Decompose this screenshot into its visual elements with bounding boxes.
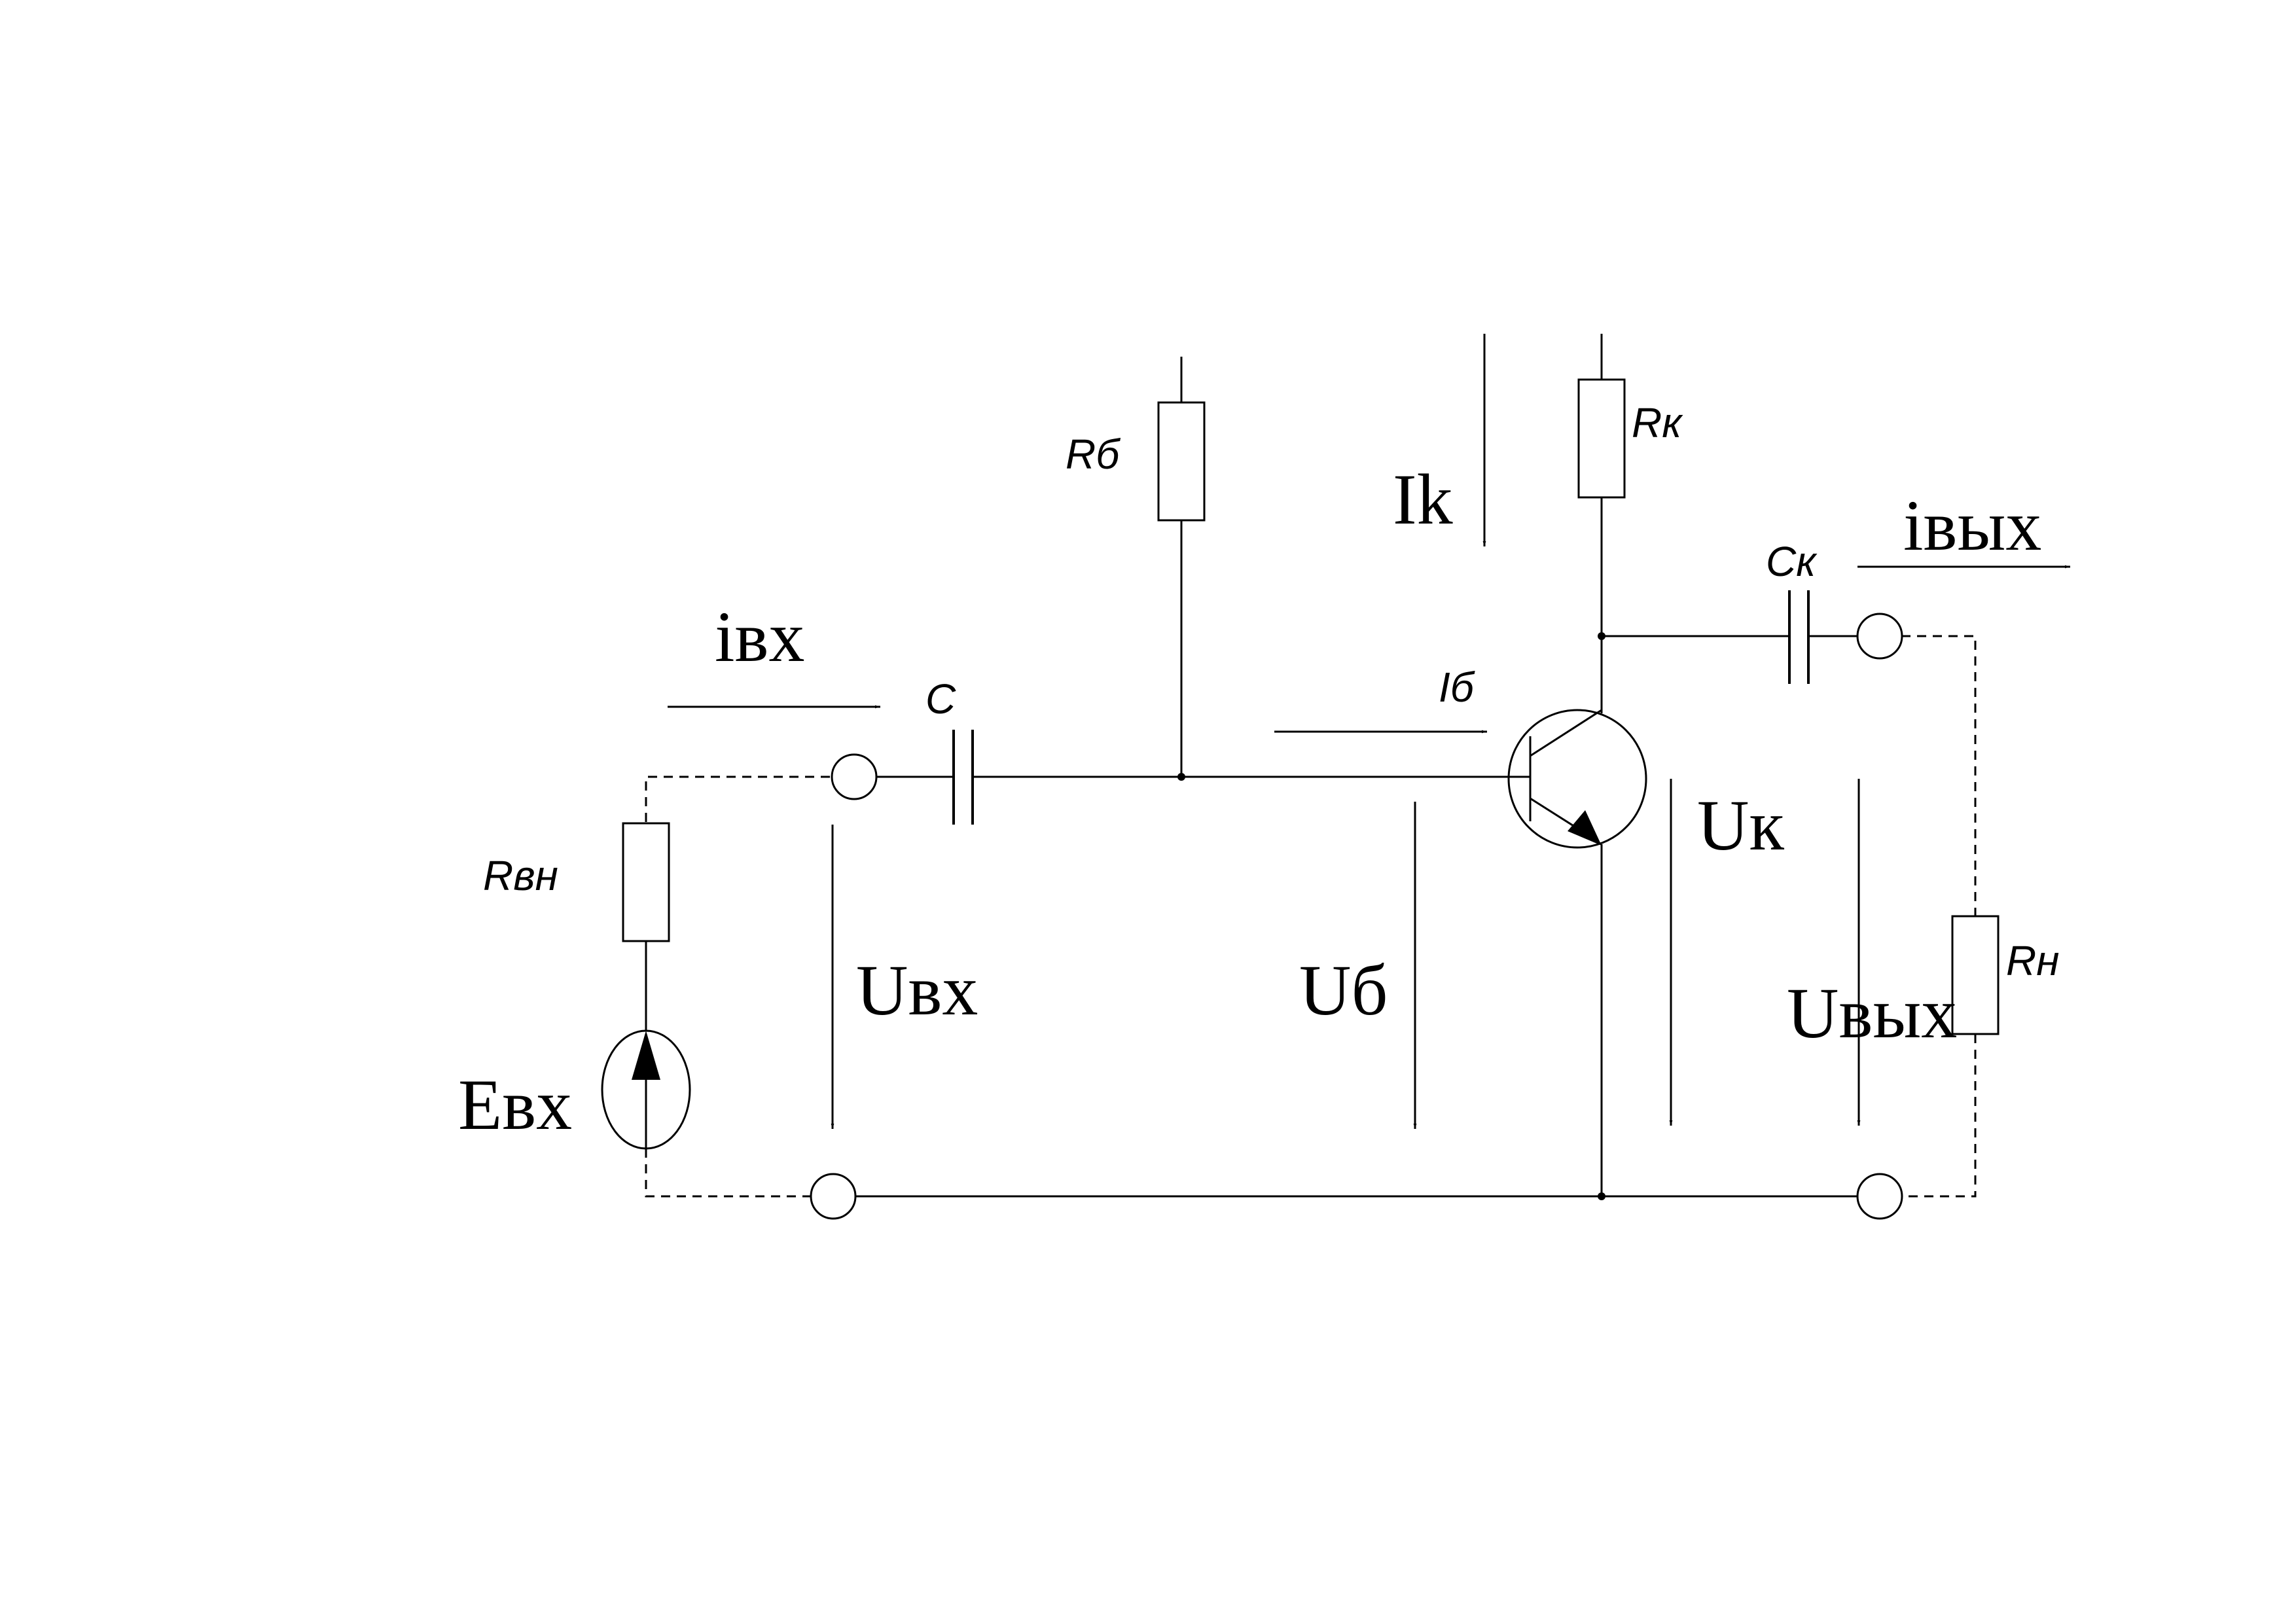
label-r-k: Rк — [1632, 399, 1683, 446]
transistor-npn — [1507, 709, 1647, 849]
resistor-rk — [1577, 378, 1626, 499]
label-i-out: iвых — [1903, 486, 2041, 565]
label-u-in: Uвх — [856, 950, 978, 1030]
output-ground-terminal — [1856, 1173, 1903, 1220]
ground-node — [1598, 1192, 1605, 1200]
label-u-b: Uб — [1299, 950, 1388, 1030]
label-e-in: Eвх — [458, 1065, 572, 1145]
base-node — [1177, 773, 1185, 781]
label-i-k: Ik — [1393, 459, 1453, 539]
label-i-in: iвх — [715, 597, 805, 677]
input-ground-terminal — [810, 1173, 857, 1220]
source-dash-bottom — [645, 1149, 812, 1198]
label-u-out: Uвых — [1787, 973, 1957, 1053]
resistor-rb — [1157, 401, 1206, 522]
label-u-k: Uк — [1697, 785, 1784, 865]
load-dash-bottom — [1901, 1034, 1977, 1198]
capacitor-c — [952, 730, 974, 825]
label-i-b: Iб — [1439, 664, 1475, 711]
load-dash-top — [1901, 635, 1977, 916]
output-terminal — [1856, 613, 1903, 660]
input-terminal — [831, 753, 878, 800]
resistor-rn — [1951, 915, 2000, 1035]
voltage-source — [601, 1029, 691, 1150]
source-dash-top — [645, 776, 830, 823]
label-r-vn: Rвн — [483, 852, 558, 899]
label-r-n: Rн — [2006, 937, 2059, 984]
label-c-k: Cк — [1766, 538, 1818, 585]
label-r-b: Rб — [1066, 431, 1121, 478]
resistor-rvn — [622, 822, 670, 942]
label-c-in: C — [925, 675, 956, 722]
capacitor-ck — [1788, 590, 1810, 684]
